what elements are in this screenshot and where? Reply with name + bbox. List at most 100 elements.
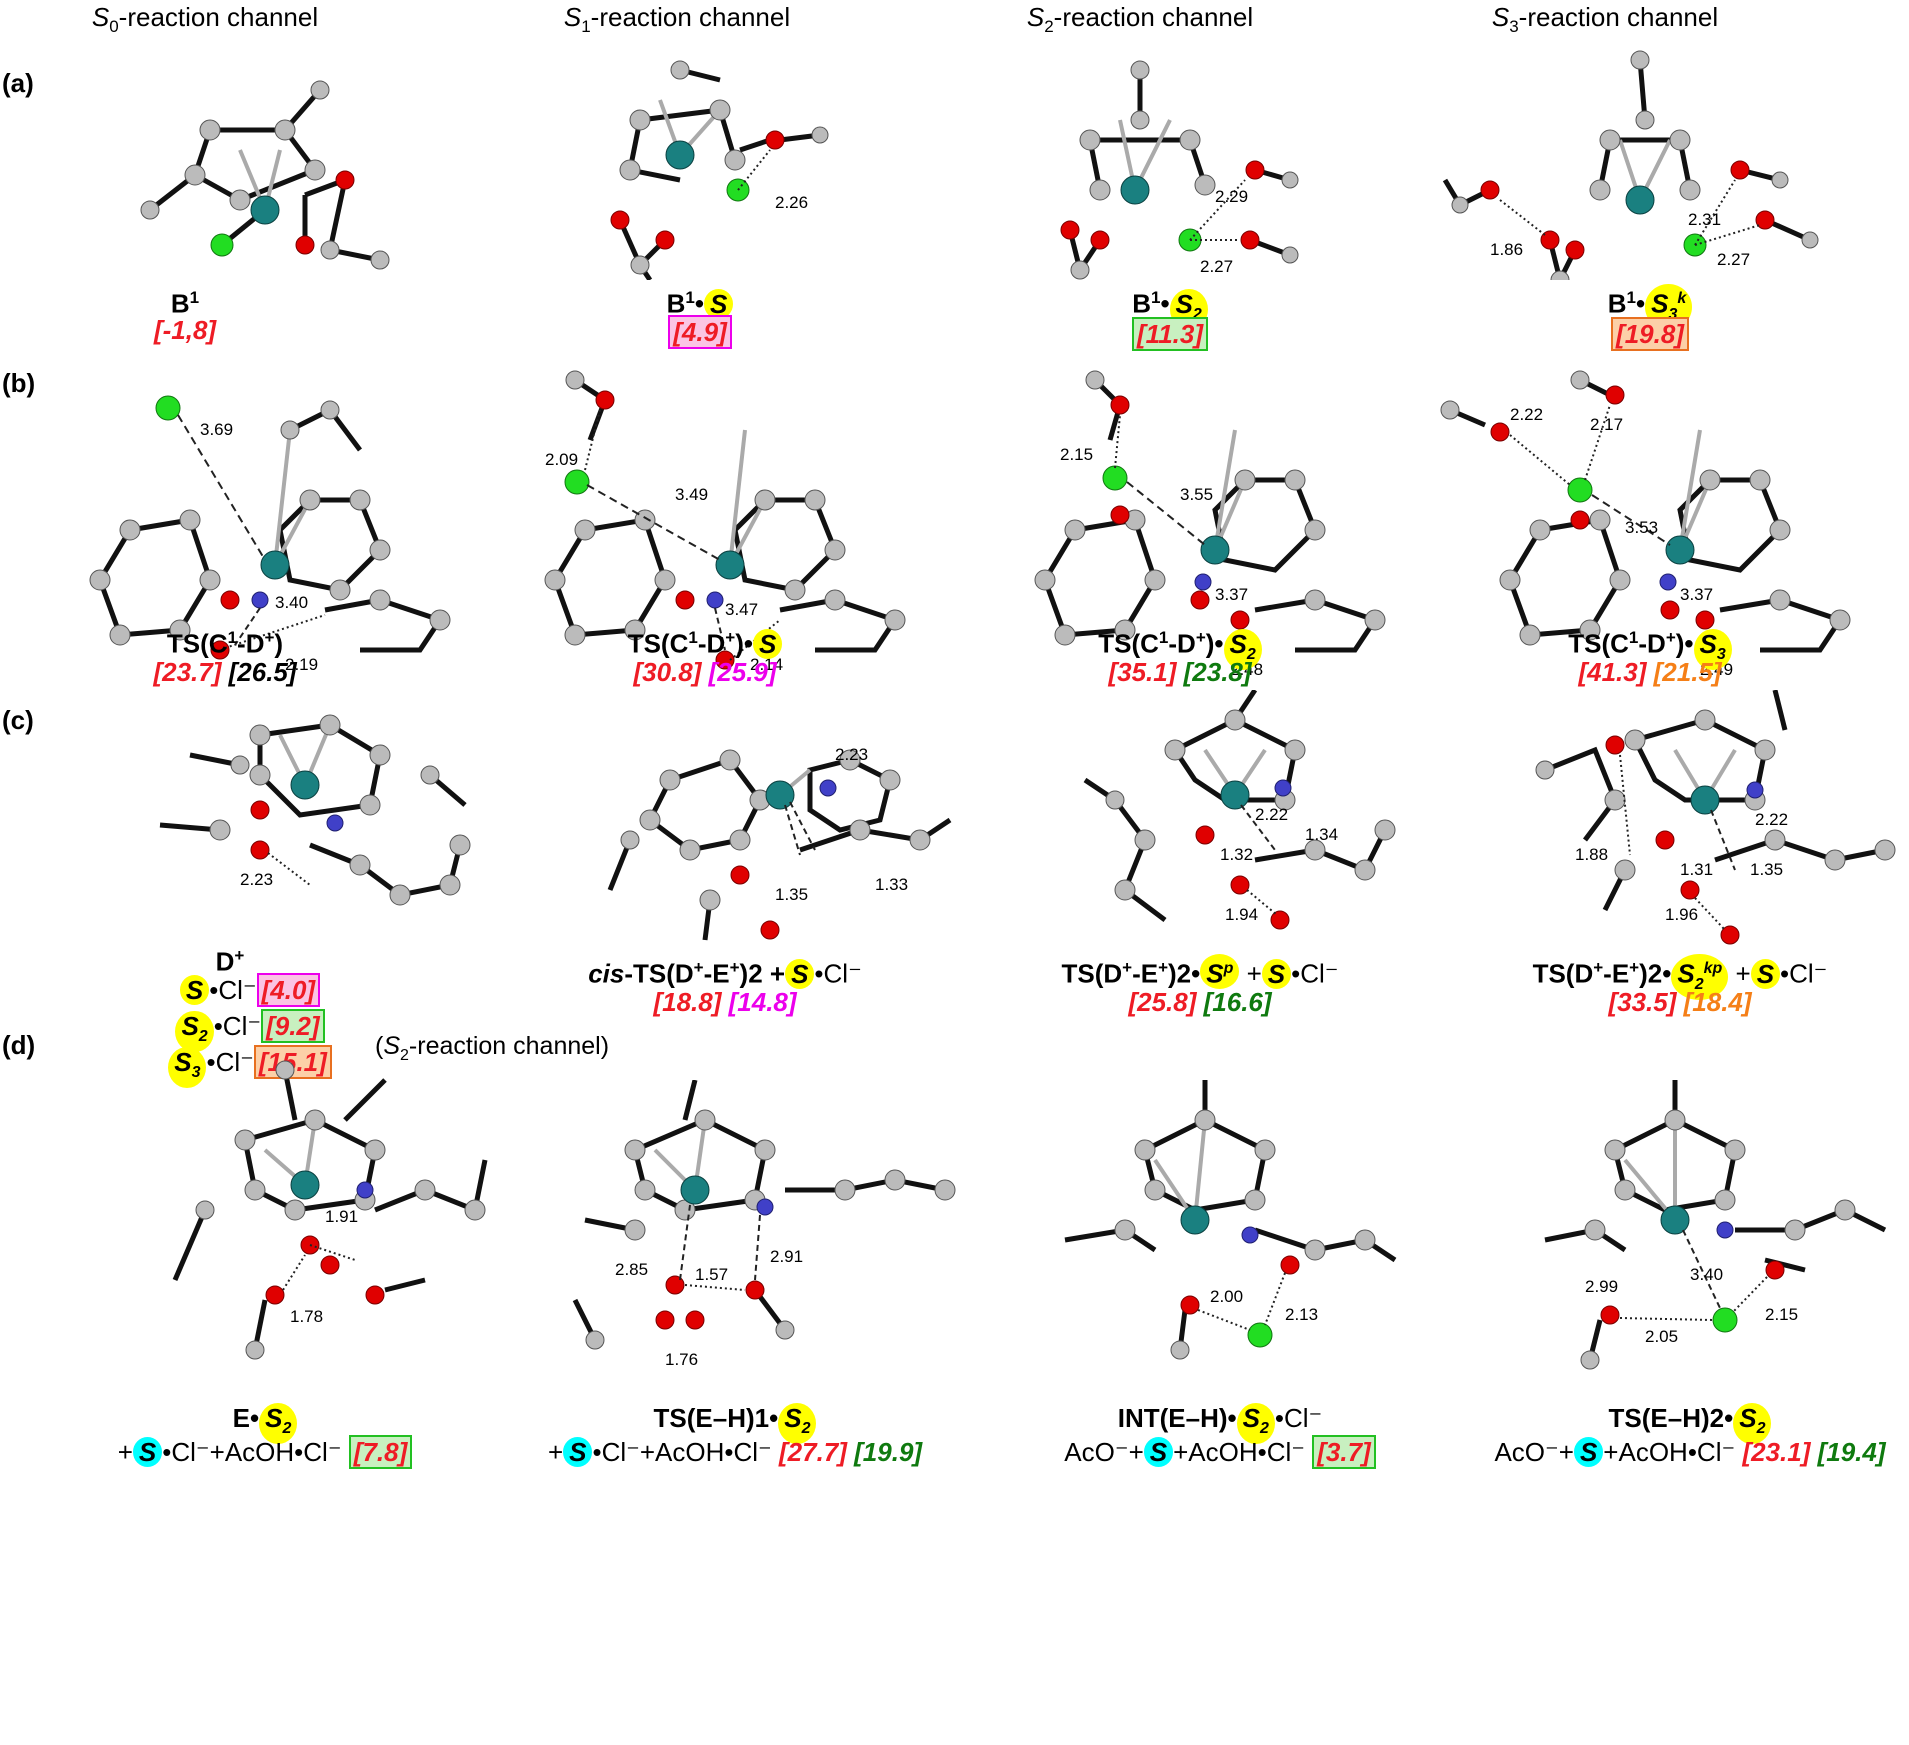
label-ts-e-h-2: TS(E–H)2•S2 (1500, 1402, 1880, 1445)
distance-label: 1.32 (1220, 845, 1253, 864)
structure-d-plus: 2.23 (80, 695, 550, 945)
distance-label: 2.31 (1688, 210, 1721, 229)
label-ts-d-e-2-sp: TS(D+-E+)2•Sp +S•Cl⁻ (1020, 952, 1380, 990)
distance-label: 2.22 (1510, 405, 1543, 424)
distance-label: 3.49 (675, 485, 708, 504)
molecule-ts-c1-d-s-image: 2.09 3.49 3.47 2.14 (544, 370, 906, 674)
distance-label: 2.27 (1717, 250, 1750, 269)
distance-label: 2.13 (1285, 1305, 1318, 1324)
row-label-b: (b) (2, 368, 36, 398)
energies-ts-c1-d: [23.7] [26.5] (153, 657, 297, 687)
d-plus-line-2: S2•Cl⁻[9.2] (160, 1009, 340, 1053)
energy-b1-s: [4.9] (620, 315, 780, 349)
distance-label: 1.88 (1575, 845, 1608, 864)
line2-e-s2: +S•Cl⁻+AcOH•Cl⁻ [7.8] (90, 1435, 440, 1469)
molecule-ts-e-h-1-image: 2.85 1.57 2.91 1.76 (572, 1080, 956, 1369)
label-b1: B1 (170, 288, 200, 319)
energies-cis-ts-d-e-2: [18.8] [14.8] (653, 987, 797, 1017)
distance-label: 3.55 (1180, 485, 1213, 504)
molecule-b1-image (140, 80, 390, 270)
column-header-s3: S3-reaction channel (1491, 2, 1719, 37)
structure-ts-e-h-2: 2.99 3.40 2.05 2.15 (1480, 1080, 1909, 1370)
label-ts-c1-d-s2: TS(C1-D+)•S2 (1040, 622, 1320, 670)
d-plus-line-1: S•Cl⁻[4.0] (160, 973, 340, 1007)
structure-ts-d-e-2-s2kp: 1.88 2.22 1.31 1.35 1.96 (1480, 690, 1909, 960)
molecule-cis-ts-d-e-2-image: 2.23 1.33 1.35 (607, 745, 952, 941)
molecule-b1-s3k-image: 1.86 2.31 2.27 (1442, 50, 1819, 280)
distance-label: 1.34 (1305, 825, 1338, 844)
column-header-s1: S1-reaction channel (563, 2, 791, 37)
structure-ts-d-e-2-sp: 2.22 1.34 1.32 1.94 (1010, 690, 1480, 960)
energies-ts-d-e-2-s2kp: [33.5] [18.4] (1608, 987, 1752, 1017)
molecule-int-e-h-image: 2.00 2.13 (1064, 1080, 1397, 1360)
structure-b1-s: 2.26 (450, 40, 920, 280)
energy-b1-s3k: [19.8] (1570, 317, 1730, 351)
label-ts-c1-d-s3: TS(C1-D+)•S3 (1510, 622, 1790, 670)
distance-label: 2.00 (1210, 1287, 1243, 1306)
label-ts-d-e-2-s2kp: TS(D+-E+)2•S2kp +S•Cl⁻ (1480, 952, 1880, 1000)
distance-label: 1.35 (775, 885, 808, 904)
distance-label: 1.96 (1665, 905, 1698, 924)
distance-label: 2.99 (1585, 1277, 1618, 1296)
distance-label: 2.15 (1060, 445, 1093, 464)
distance-label: 2.85 (615, 1260, 648, 1279)
distance-label: 2.05 (1645, 1327, 1678, 1346)
distance-label: 1.57 (695, 1265, 728, 1284)
structure-ts-c1-d-s: 2.09 3.49 3.47 2.14 (490, 350, 960, 700)
molecule-e-s2-image: 1.91 1.78 (172, 1060, 488, 1360)
distance-label: 3.37 (1215, 585, 1248, 604)
line2-ts-e-h-1: +S•Cl⁻+AcOH•Cl⁻ [27.7] [19.9] (547, 1437, 923, 1467)
label-b1-s2: B1•S2 (1090, 282, 1250, 330)
distance-label: 2.17 (1590, 415, 1623, 434)
distance-label: 1.31 (1680, 860, 1713, 879)
label-ts-c1-d: TS(C1-D+) (166, 628, 284, 659)
energies-ts-c1-d-s3: [41.3] [21.5] (1578, 657, 1722, 687)
structure-b1-s2: 2.29 2.27 (920, 40, 1390, 280)
line2-int-e-h: AcO⁻+S+AcOH•Cl⁻ [3.7] (1030, 1435, 1410, 1469)
row-label-c: (c) (2, 705, 34, 735)
distance-label: 2.23 (835, 745, 868, 764)
distance-label: 2.29 (1215, 187, 1248, 206)
energies-ts-d-e-2-sp: [25.8] [16.6] (1128, 987, 1272, 1017)
distance-label: 3.69 (200, 420, 233, 439)
molecule-ts-c1-d-s2-image: 2.15 3.55 3.37 2.48 (1034, 370, 1386, 679)
label-ts-e-h-1: TS(E–H)1•S2 (545, 1402, 925, 1445)
molecule-b1-s-image: 2.26 (610, 60, 829, 280)
distance-label: 3.47 (725, 600, 758, 619)
structure-ts-c1-d-s2: 2.15 3.55 3.37 2.48 (980, 350, 1450, 700)
distance-label: 2.22 (1255, 805, 1288, 824)
distance-label: 1.78 (290, 1307, 323, 1326)
distance-label: 2.22 (1755, 810, 1788, 829)
label-e-s2: E•S2 (90, 1402, 440, 1445)
column-header-s2: S2-reaction channel (1026, 2, 1254, 37)
energy-b1-s2: [11.3] (1090, 317, 1250, 351)
structure-ts-e-h-1: 2.85 1.57 2.91 1.76 (530, 1080, 1000, 1370)
label-int-e-h: INT(E–H)•S2•Cl⁻ (1030, 1402, 1410, 1445)
structure-b1 (20, 60, 490, 280)
distance-label: 1.86 (1490, 240, 1523, 259)
energy-b1: [-1,8] (153, 315, 217, 345)
label-cis-ts-d-e-2: cis-TS(D+-E+)2 +S•Cl⁻ (588, 958, 862, 989)
structure-e-s2: 1.91 1.78 (100, 1060, 570, 1360)
molecule-b1-s2-image: 2.29 2.27 (1060, 60, 1299, 280)
column-header-s0: S0-reaction channel (91, 2, 319, 37)
distance-label: 3.37 (1680, 585, 1713, 604)
row-label-d: (d) (2, 1030, 36, 1060)
molecule-ts-d-e-2-s2kp-image: 1.88 2.22 1.31 1.35 1.96 (1535, 690, 1896, 945)
distance-label: 1.94 (1225, 905, 1258, 924)
distance-label: 2.26 (775, 193, 808, 212)
structure-b1-s3k: 1.86 2.31 2.27 (1400, 40, 1870, 280)
distance-label: 3.40 (1690, 1265, 1723, 1284)
molecule-ts-d-e-2-sp-image: 2.22 1.34 1.32 1.94 (1083, 690, 1396, 930)
distance-label: 1.35 (1750, 860, 1783, 879)
molecule-ts-c1-d-image: 3.69 3.40 2.19 (89, 395, 451, 674)
label-ts-c1-d-s: TS(C1-D+)•S (570, 622, 840, 660)
energies-ts-c1-d-s2: [35.1] [23.8] (1108, 657, 1252, 687)
molecule-d-plus-image: 2.23 (159, 714, 471, 906)
structure-cis-ts-d-e-2: 2.23 1.33 1.35 (545, 690, 1015, 960)
distance-label: 1.76 (665, 1350, 698, 1369)
structure-int-e-h: 2.00 2.13 (1010, 1080, 1480, 1370)
distance-label: 1.33 (875, 875, 908, 894)
label-b1-s: B1•S (620, 282, 780, 320)
line2-ts-e-h-2: AcO⁻+S+AcOH•Cl⁻ [23.1] [19.4] (1494, 1437, 1886, 1467)
